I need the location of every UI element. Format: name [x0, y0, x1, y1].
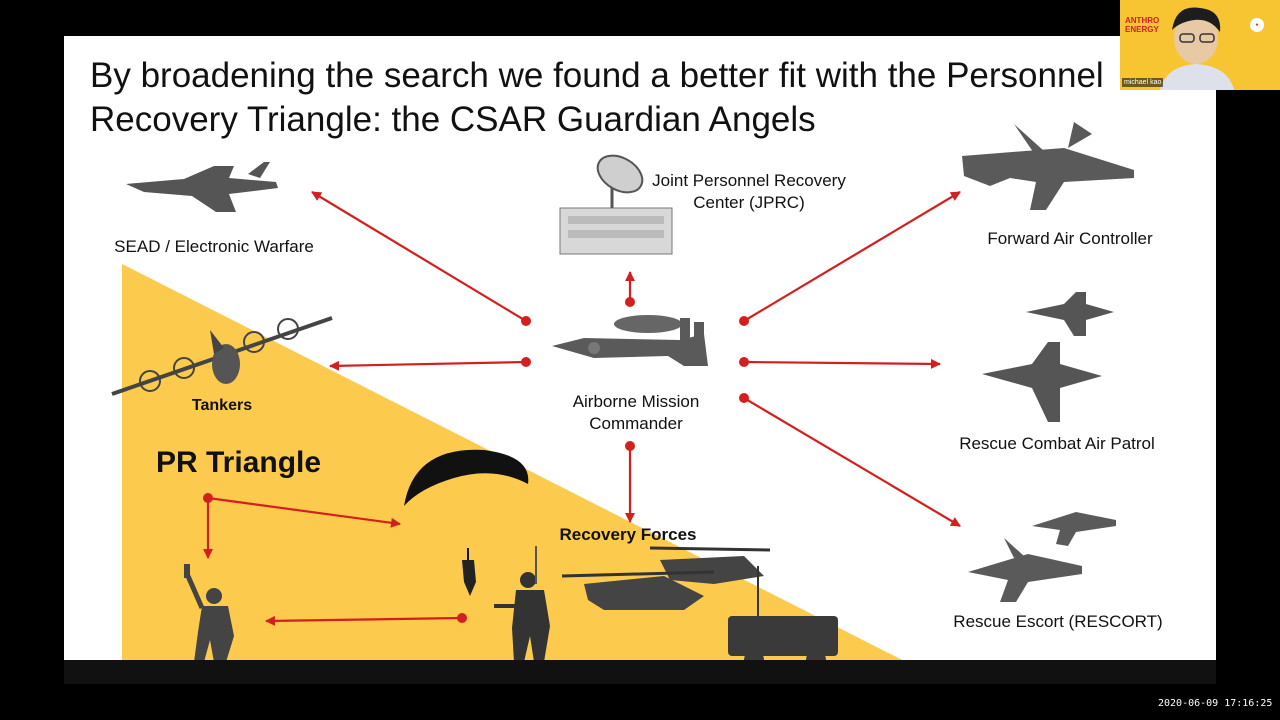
label-forward-air-controller: Forward Air Controller [987, 229, 1153, 248]
label-jprc-line2: Center (JPRC) [693, 193, 805, 212]
satellite-station-icon [559, 154, 673, 255]
presentation-slide: By broadening the search we found a bett… [64, 36, 1216, 682]
label-jprc: Joint Personnel Recovery Center (JPRC) [634, 170, 864, 214]
parachute-icon [404, 449, 529, 596]
webcam-participant-name: michael kao [1122, 78, 1164, 87]
a10-aircraft-icon [962, 122, 1134, 210]
arrow-pr-to-parachute [207, 496, 401, 528]
arrow-to-rescap [743, 358, 941, 369]
webcam-person-icon [1160, 7, 1234, 90]
survivor-figure-icon [184, 564, 234, 662]
arrow-to-tankers [329, 360, 527, 371]
label-tankers: Tankers [191, 397, 253, 414]
helicopter-icon [561, 546, 771, 610]
arrows [203, 191, 961, 626]
soldier-figure-icon [494, 546, 550, 662]
label-jprc-line1: Joint Personnel Recovery [652, 171, 846, 190]
webcam-thumbnail[interactable]: ANTHRO ENERGY ● michael kao [1120, 0, 1280, 90]
arrow-soldier-to-survivor [265, 615, 463, 626]
slide-diagram [111, 122, 1134, 670]
label-recovery-forces: Recovery Forces [559, 525, 697, 544]
webcam-badge-icon: ● [1250, 18, 1264, 32]
label-rescap: Rescue Combat Air Patrol [959, 434, 1155, 453]
ground-silhouette [64, 660, 1216, 684]
label-sead: SEAD / Electronic Warfare [114, 237, 314, 256]
label-amc-line2: Commander [589, 414, 683, 433]
recording-timestamp: 2020-06-09 17:16:25 [1158, 698, 1273, 709]
label-rescort: Rescue Escort (RESCORT) [953, 612, 1163, 631]
fighter-jet-icon [126, 162, 278, 212]
rescort-aircraft-icon [968, 512, 1116, 602]
webcam-logo-line1: ANTHRO [1125, 16, 1160, 25]
tanker-aircraft-icon [111, 316, 333, 396]
webcam-logo: ANTHRO ENERGY [1125, 16, 1173, 34]
arrow-to-fac [743, 191, 961, 322]
pr-triangle-title: PR Triangle [156, 446, 322, 479]
label-amc-line1: Airborne Mission [572, 392, 700, 411]
awacs-aircraft-icon [552, 315, 708, 366]
webcam-logo-line2: ENERGY [1125, 25, 1159, 34]
slide-title: By broadening the search we found a bett… [90, 56, 1104, 139]
rescap-jets-icon [982, 292, 1114, 422]
label-amc: Airborne Mission Commander [550, 391, 722, 435]
arrow-to-rescort [743, 397, 961, 527]
arrow-to-sead [311, 191, 527, 322]
